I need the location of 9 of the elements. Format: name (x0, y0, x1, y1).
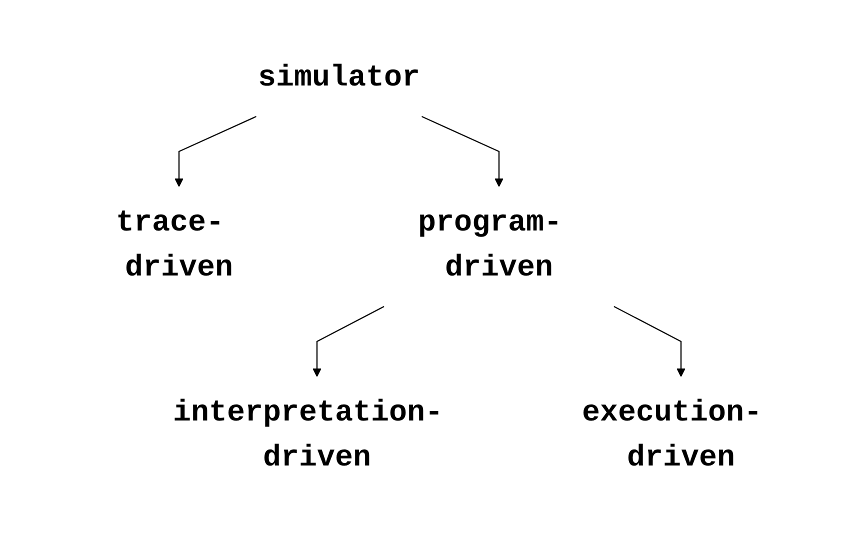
arrow (312, 306, 384, 377)
arrow (174, 116, 256, 187)
node-text: simulator (258, 62, 420, 96)
node-text: trace- driven (116, 206, 234, 286)
node-text: execution- driven (582, 396, 762, 476)
arrow (614, 306, 686, 377)
node-text: program- driven (418, 206, 562, 286)
node-text: interpretation- driven (172, 396, 444, 476)
arrow (422, 116, 504, 187)
